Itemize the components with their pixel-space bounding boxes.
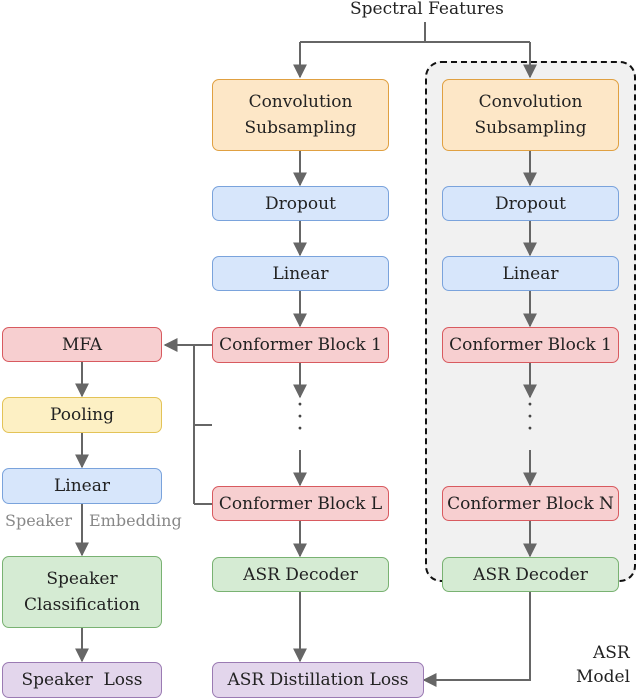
teacher-dropout: Dropout (442, 186, 619, 221)
speaker-embedding-label-2: Embedding (89, 511, 182, 530)
student-conformer-block-1: Conformer Block 1 (212, 327, 389, 363)
conv-line-1: Convolution (478, 92, 583, 112)
student-asr-decoder: ASR Decoder (212, 557, 389, 592)
teacher-asr-decoder: ASR Decoder (442, 557, 619, 592)
speaker-embedding-label-1: Speaker (5, 511, 73, 530)
student-linear: Linear (212, 256, 389, 291)
spectral-features-label: Spectral Features (350, 0, 504, 19)
classification-line-2: Classification (24, 595, 140, 615)
asr-model-label-line-2: Model (576, 667, 631, 687)
student-conv-subsampling: Convolution Subsampling (212, 79, 389, 151)
teacher-conv-subsampling: Convolution Subsampling (442, 79, 619, 151)
mfa-block: MFA (2, 327, 162, 362)
conv-line-1: Convolution (248, 92, 353, 112)
student-ellipsis: ··· (296, 393, 304, 442)
teacher-ellipsis: ··· (526, 393, 534, 442)
speaker-classification: Speaker Classification (2, 556, 162, 628)
conv-line-2: Subsampling (474, 118, 587, 138)
conv-line-2: Subsampling (244, 118, 357, 138)
teacher-linear: Linear (442, 256, 619, 291)
teacher-conformer-block-n: Conformer Block N (442, 486, 619, 521)
asr-model-label-line-1: ASR (593, 643, 630, 663)
asr-distillation-loss: ASR Distillation Loss (212, 662, 424, 698)
classification-line-1: Speaker (46, 569, 118, 589)
teacher-conformer-block-1: Conformer Block 1 (442, 327, 619, 363)
pooling-block: Pooling (2, 397, 162, 433)
speaker-linear: Linear (2, 468, 162, 504)
student-dropout: Dropout (212, 186, 389, 221)
speaker-loss: Speaker Loss (2, 662, 162, 698)
student-conformer-block-l: Conformer Block L (212, 486, 389, 521)
t-decoder-to-loss (422, 592, 531, 687)
